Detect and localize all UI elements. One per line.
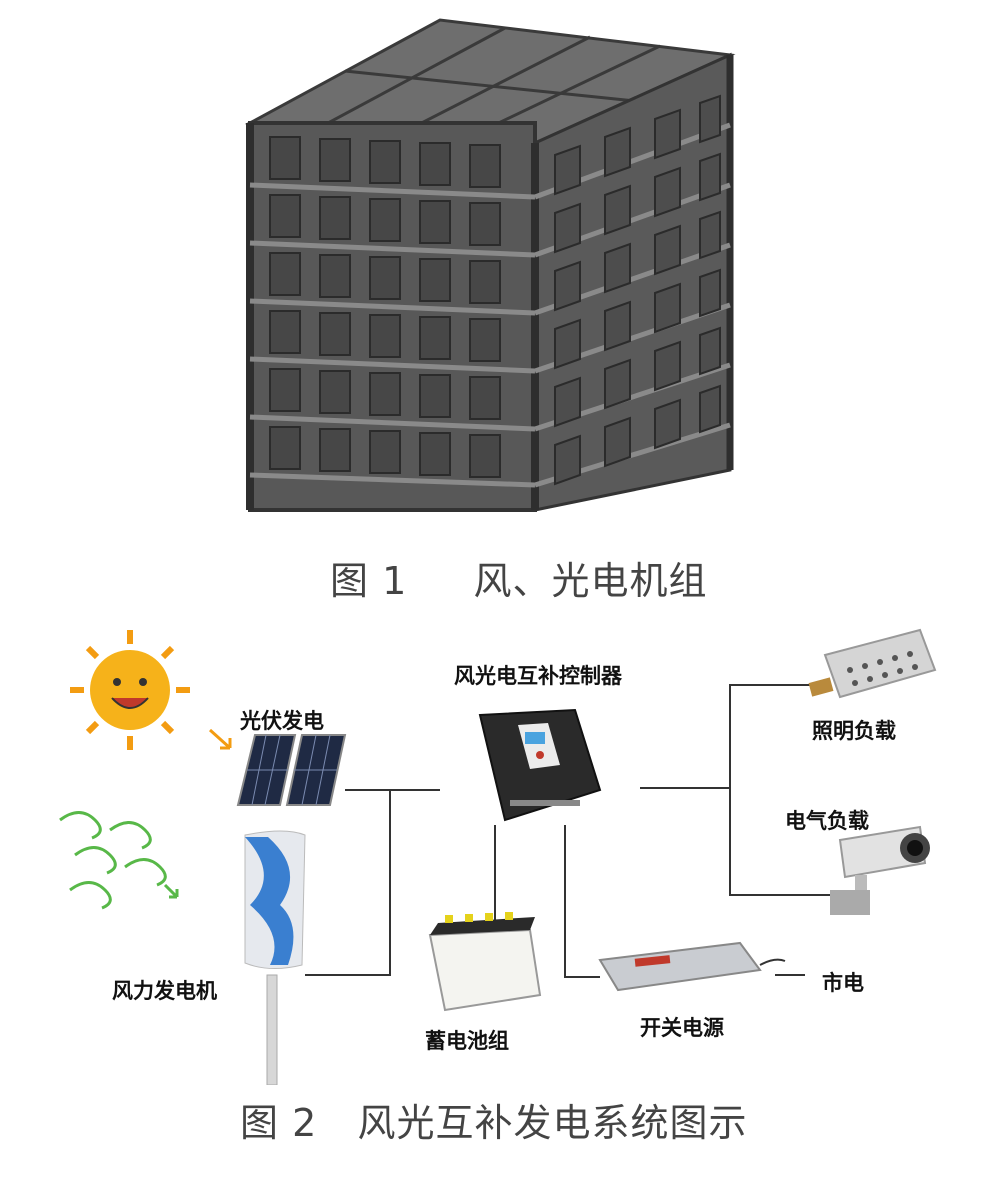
led-lamp-icon — [808, 628, 937, 699]
figure2-caption: 图 2 风光互补发电系统图示 — [240, 1092, 747, 1147]
connection-lines — [305, 684, 830, 978]
controller-icon — [478, 708, 602, 822]
pv-label: 光伏发电 — [240, 708, 324, 733]
figure2-caption-number: 图 2 — [240, 1101, 318, 1145]
lighting-load-label: 照明负载 — [812, 718, 896, 743]
solar-panel-icon — [236, 734, 347, 806]
wind-turbine-icon — [244, 830, 306, 1085]
electrical-load-label: 电气负载 — [785, 808, 869, 833]
wind-solar-generator-unit-illustration — [244, 18, 736, 512]
grid-label: 市电 — [822, 970, 864, 995]
wind-turbine-label: 风力发电机 — [112, 978, 217, 1003]
controller-label: 风光电互补控制器 — [454, 663, 622, 688]
battery-label: 蓄电池组 — [425, 1028, 509, 1053]
figure1-caption-text: 风、光电机组 — [473, 559, 708, 603]
cctv-camera-icon — [830, 825, 930, 915]
hybrid-system-diagram — [59, 628, 937, 1085]
switching-psu-label: 开关电源 — [640, 1015, 724, 1040]
figure1-caption-number: 图 1 — [330, 559, 408, 603]
sun-icon — [70, 630, 190, 750]
sun-arrow-icon — [208, 728, 232, 750]
power-supply-icon — [598, 941, 786, 992]
figure1-caption: 图 1 风、光电机组 — [330, 550, 707, 605]
wind-icon — [59, 811, 179, 910]
figure2-caption-text: 风光互补发电系统图示 — [357, 1101, 748, 1145]
battery-icon — [428, 912, 542, 1012]
